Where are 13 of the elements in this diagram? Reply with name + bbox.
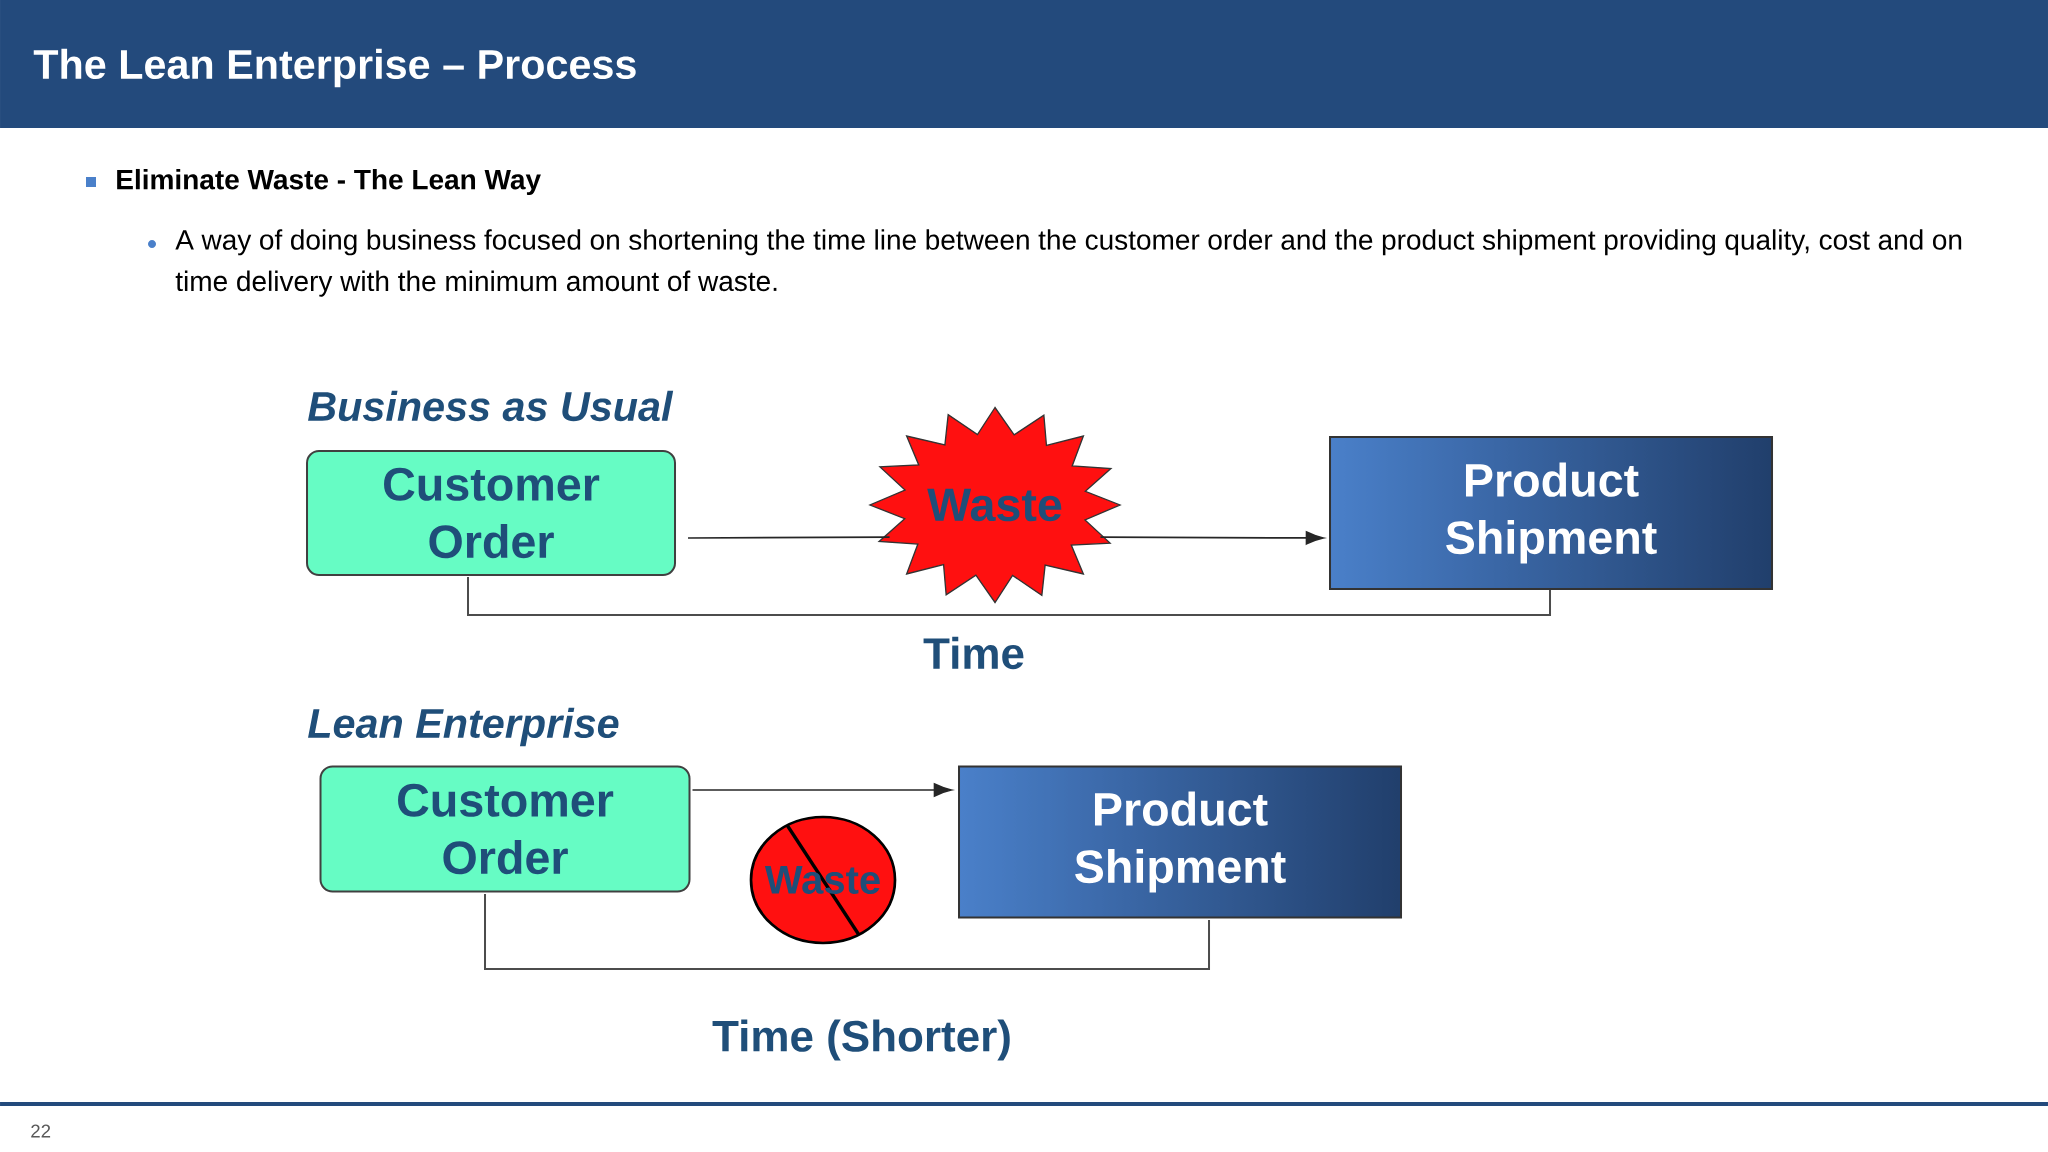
- page-number: 22: [31, 1124, 51, 1138]
- shipment-box: Product Shipment: [958, 765, 1402, 919]
- time-label: Time (Shorter): [712, 1019, 1010, 1061]
- title: The Lean Enterprise – Process: [33, 48, 636, 88]
- order-box: Customer Order: [319, 765, 691, 893]
- order-box: Customer Order: [306, 450, 676, 576]
- shipment-box: Product Shipment: [1329, 436, 1773, 590]
- waste-starburst: Waste: [868, 406, 1122, 604]
- bullet-text: A way of doing business focused on shortening the time line between the customer order and the product shipment providing quality, cost and on time delivery with the minimum amount of waste.: [175, 229, 1962, 297]
- arrow: [691, 783, 952, 797]
- arrow: [1099, 531, 1324, 545]
- bullet-heading: Eliminate Waste - The Lean Way: [117, 168, 541, 196]
- time-label: Time: [923, 636, 1024, 670]
